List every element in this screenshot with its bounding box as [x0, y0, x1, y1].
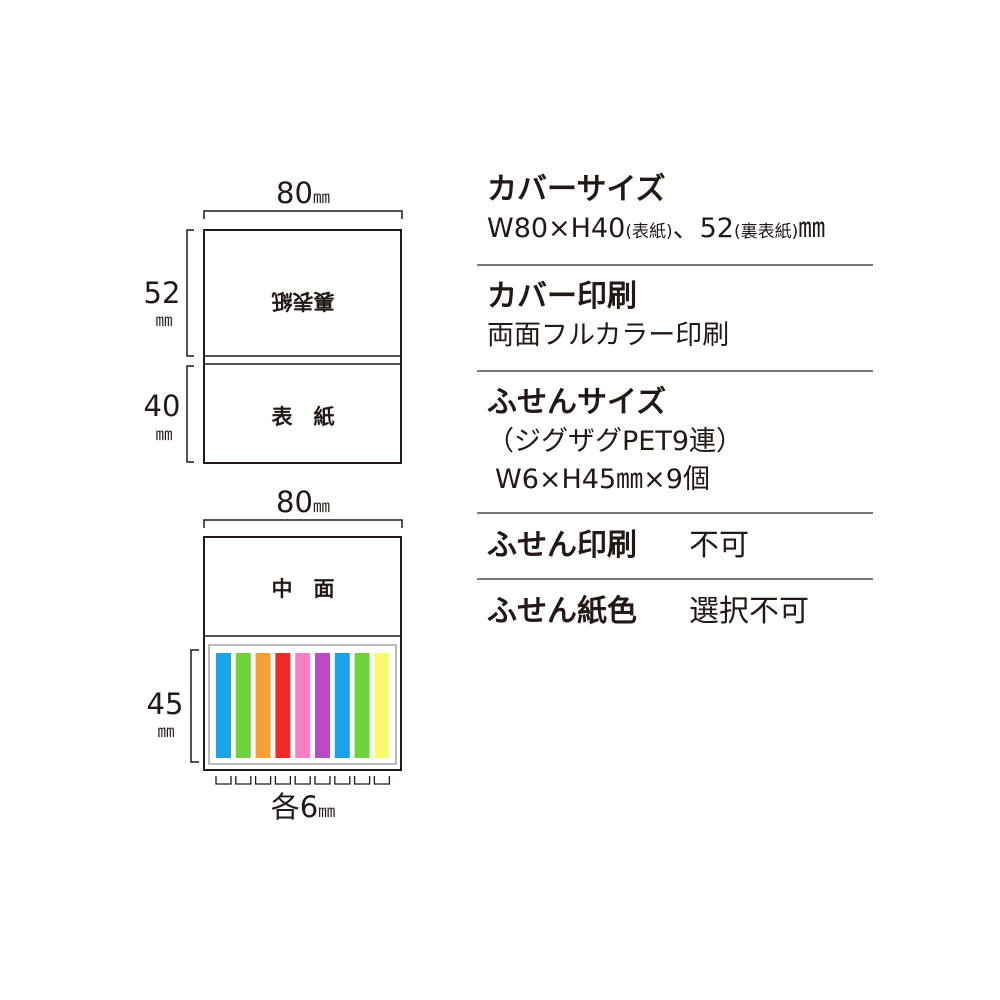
sticky-strip — [295, 653, 311, 758]
strip-width-bracket — [314, 776, 331, 785]
sticky-color-value: 選択不可 — [689, 594, 809, 629]
cover-width-unit: ㎜ — [313, 188, 330, 208]
front-cover-label: 表 紙 — [272, 405, 335, 429]
sticky-size-line2: W6×H45㎜×9個 — [495, 464, 710, 495]
sticky-strip — [235, 653, 251, 758]
cover-outline — [203, 229, 402, 464]
spec-divider — [477, 512, 873, 514]
spec-sticky-size: ふせんサイズ （ジグザグPET9連） W6×H45㎜×9個 — [487, 383, 743, 499]
sticky-strip — [275, 653, 291, 758]
cover-size-title: カバーサイズ — [487, 172, 666, 207]
sticky-strip — [354, 653, 370, 758]
cover-size-note-front: (表紙) — [625, 222, 673, 242]
spec-cover-print: カバー印刷 両面フルカラー印刷 — [487, 277, 729, 355]
spec-sticky-print: ふせん印刷 不可 — [487, 526, 749, 566]
strip-width-bracket — [353, 776, 371, 785]
cover-front-height-value: 40 — [144, 389, 181, 423]
strip-width-bracket — [254, 776, 272, 785]
strip-width-bracket — [215, 776, 232, 785]
spec-divider — [477, 264, 873, 266]
inner-page-label: 中 面 — [272, 577, 335, 601]
sticky-strips — [216, 653, 390, 758]
strip-width-bracket — [235, 776, 252, 785]
cover-back-height-value: 52 — [144, 276, 181, 310]
cover-back-height-unit: ㎜ — [156, 311, 173, 331]
sticky-color-label: ふせん紙色 — [487, 594, 637, 629]
sticky-strip — [255, 653, 271, 758]
spec-divider — [477, 370, 873, 372]
sticky-strip — [315, 653, 330, 758]
sticky-size-line1: （ジグザグPET9連） — [487, 426, 744, 457]
inner-width-value: 80 — [276, 485, 313, 519]
cover-width-dimension: 80㎜ — [203, 176, 403, 219]
sticky-print-value: 不可 — [689, 528, 749, 563]
svg-text:80㎜: 80㎜ — [276, 485, 330, 519]
cover-back-height-dimension: 52 ㎜ — [144, 229, 194, 357]
cover-size-unit: ㎜ — [798, 213, 826, 244]
inner-height-unit: ㎜ — [158, 722, 175, 742]
sticky-strip — [216, 653, 231, 758]
sticky-size-title: ふせんサイズ — [487, 385, 667, 420]
strip-width-bracket — [274, 776, 292, 785]
cover-front-height-unit: ㎜ — [156, 425, 173, 445]
inner-width-unit: ㎜ — [313, 497, 330, 517]
cover-size-sep: 、52 — [672, 213, 734, 244]
spec-sticky-color: ふせん紙色 選択不可 — [487, 592, 809, 632]
svg-text:80㎜: 80㎜ — [276, 176, 330, 210]
cover-print-title: カバー印刷 — [487, 279, 637, 314]
inner-height-value: 45 — [147, 687, 184, 721]
each-width-brackets — [215, 776, 391, 785]
spec-divider — [477, 578, 873, 580]
svg-text:各6㎜: 各6㎜ — [271, 790, 335, 824]
strip-width-bracket — [294, 776, 311, 785]
cover-size-main: W80×H40 — [487, 213, 626, 244]
cover-width-value: 80 — [276, 176, 313, 210]
sticky-strip — [374, 653, 390, 758]
cover-size-value: W80×H40(表紙)、52(裏表紙)㎜ — [487, 210, 825, 251]
cover-print-value: 両面フルカラー印刷 — [487, 320, 730, 351]
cover-size-note-back: (裏表紙) — [733, 222, 799, 242]
cover-front-height-dimension: 40 ㎜ — [144, 365, 194, 463]
each-width-value: 各6 — [271, 790, 318, 824]
strip-width-bracket — [334, 776, 351, 785]
spec-cover-size: カバーサイズ W80×H40(表紙)、52(裏表紙)㎜ — [487, 170, 825, 251]
sticky-strip — [334, 653, 350, 758]
inner-width-dimension: 80㎜ — [203, 485, 403, 528]
strip-width-bracket — [373, 776, 391, 785]
inner-height-dimension: 45 ㎜ — [147, 649, 199, 763]
sticky-print-label: ふせん印刷 — [487, 528, 637, 563]
each-width-unit: ㎜ — [318, 802, 335, 822]
back-cover-label: 裏表紙 — [272, 289, 336, 313]
